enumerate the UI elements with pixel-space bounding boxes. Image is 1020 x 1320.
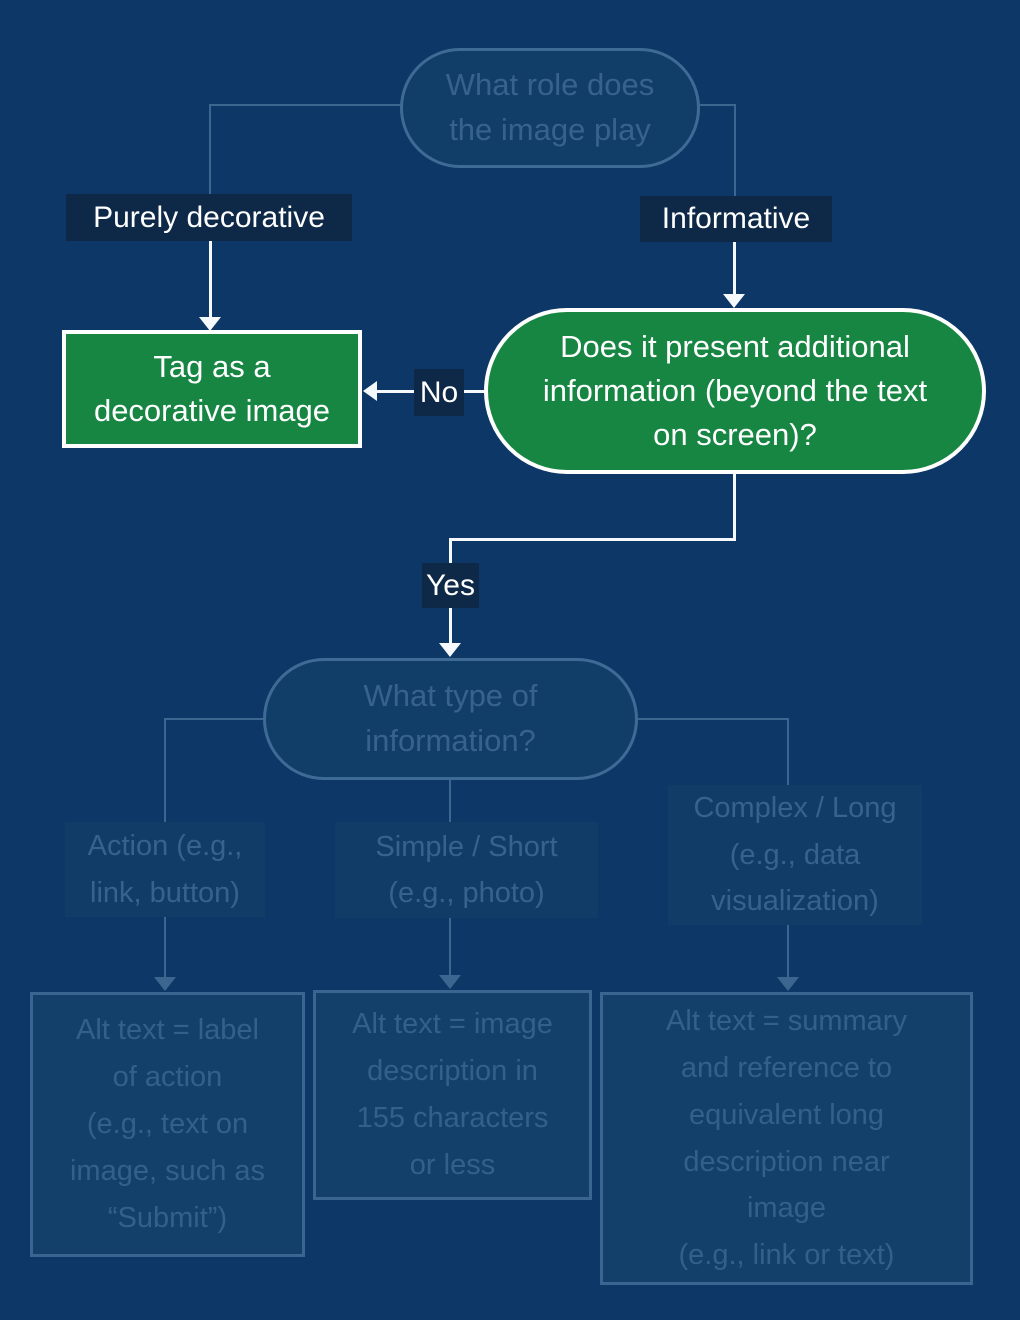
connector-root-to-informative-v bbox=[734, 104, 736, 196]
arrowhead-left-no-icon bbox=[363, 381, 377, 401]
connector-yes-v1 bbox=[733, 474, 736, 541]
node-type-question: What type of information? bbox=[263, 658, 638, 780]
label-action: Action (e.g., link, button) bbox=[65, 822, 265, 917]
arrowhead-down-to-type-icon bbox=[439, 643, 461, 657]
arrowhead-down-to-tag-icon bbox=[199, 317, 221, 331]
arrowhead-down-simple-icon bbox=[439, 975, 461, 989]
label-informative: Informative bbox=[640, 196, 832, 242]
connector-yes-v3 bbox=[449, 608, 452, 644]
connector-decorative-to-tag bbox=[209, 241, 212, 318]
connector-informative-to-question bbox=[733, 242, 736, 295]
label-purely-decorative: Purely decorative bbox=[66, 194, 352, 241]
label-complex-long: Complex / Long (e.g., data visualization… bbox=[668, 785, 922, 925]
label-no: No bbox=[414, 369, 464, 416]
connector-yes-v2 bbox=[449, 538, 452, 565]
arrowhead-down-action-icon bbox=[154, 977, 176, 991]
connector-complex-to-box bbox=[787, 925, 789, 978]
arrowhead-down-to-question-icon bbox=[723, 294, 745, 308]
connector-root-to-decorative-h bbox=[210, 104, 401, 106]
label-simple-short: Simple / Short (e.g., photo) bbox=[335, 822, 598, 918]
arrowhead-down-complex-icon bbox=[777, 977, 799, 991]
connector-root-to-informative-h bbox=[699, 104, 735, 106]
node-alt-text-action: Alt text = label of action (e.g., text o… bbox=[30, 992, 305, 1257]
node-additional-info-question: Does it present additional information (… bbox=[484, 308, 986, 474]
node-alt-text-complex: Alt text = summary and reference to equi… bbox=[600, 992, 973, 1285]
connector-type-to-simple-v bbox=[449, 780, 451, 822]
node-alt-text-simple: Alt text = image description in 155 char… bbox=[313, 990, 592, 1200]
connector-yes-h bbox=[449, 538, 736, 541]
connector-root-to-decorative-v bbox=[209, 104, 211, 194]
connector-type-to-action-v bbox=[164, 718, 166, 822]
node-root-question: What role does the image play bbox=[400, 48, 700, 168]
node-tag-decorative: Tag as a decorative image bbox=[62, 330, 362, 448]
connector-simple-to-box bbox=[449, 918, 451, 976]
connector-type-to-complex-h bbox=[637, 718, 788, 720]
connector-type-to-action-h bbox=[165, 718, 264, 720]
connector-type-to-complex-v bbox=[787, 718, 789, 785]
label-yes: Yes bbox=[422, 563, 479, 608]
connector-action-to-box bbox=[164, 917, 166, 978]
